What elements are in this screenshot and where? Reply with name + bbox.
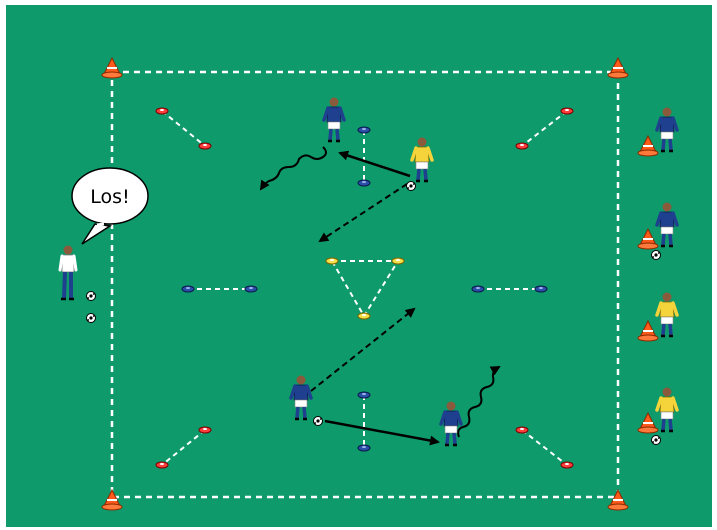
disc-blue [472,286,484,292]
disc-yellow [358,313,370,319]
coach [60,246,76,300]
player-waiting-yellow [657,293,677,337]
player-blue [324,98,344,142]
ball [652,436,661,445]
disc-blue [358,392,370,398]
ball [314,417,323,426]
blue-gate-lines [188,130,541,448]
ball [87,314,96,323]
disc-blue [535,286,547,292]
pass-arrows [311,184,414,391]
ball [407,182,416,191]
disc-yellow [392,258,404,264]
disc-red [199,143,211,149]
player-waiting-yellow [657,388,677,432]
ball [652,251,661,260]
disc-red [561,462,573,468]
disc-blue [245,286,257,292]
disc-blue [358,127,370,133]
player-blue [441,402,461,446]
run-arrows [325,153,438,442]
disc-red [199,427,211,433]
disc-blue [358,180,370,186]
disc-blue [182,286,194,292]
corner-cone-bottom-right [608,490,628,510]
player-waiting-blue [657,203,677,247]
disc-red [516,427,528,433]
cone [638,321,658,341]
corner-cone-top-left [102,58,122,78]
player-waiting-blue [657,108,677,152]
speech-bubble: Los! [72,168,148,244]
disc-red [516,143,528,149]
speech-bubble-text: Los! [90,186,129,208]
player-yellow-with-ball [412,138,432,182]
disc-blue [358,445,370,451]
cone [638,136,658,156]
corner-cone-top-right [608,58,628,78]
disc-yellow [326,258,338,264]
player-blue-with-ball [291,376,311,420]
cone [638,413,658,433]
corner-cone-bottom-left [102,490,122,510]
disc-red [156,108,168,114]
ball [87,292,96,301]
disc-red [561,108,573,114]
disc-red [156,462,168,468]
center-triangle [332,261,398,316]
cone [638,229,658,249]
